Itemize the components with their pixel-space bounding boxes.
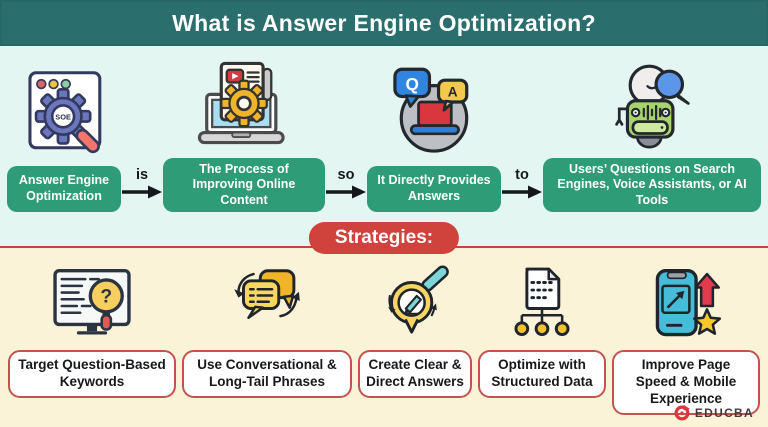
flow-connector-so: so <box>325 58 367 212</box>
flow-step-label: It Directly Provides Answers <box>367 166 501 212</box>
flow-step-label: The Process of Improving Online Content <box>163 158 325 212</box>
mobile-speed-icon <box>644 262 728 350</box>
educba-brand: EDUCBA <box>673 404 754 422</box>
svg-text:?: ? <box>100 287 112 308</box>
strategy-label: Optimize with Structured Data <box>478 350 606 398</box>
flow-arrow-icon <box>326 185 366 199</box>
structured-data-icon <box>500 262 584 350</box>
write-answer-magnifier-icon <box>373 262 457 350</box>
connector-word: so <box>337 167 355 183</box>
question-search-screen-icon: ? <box>50 262 134 350</box>
strategy-structured-data: Optimize with Structured Data <box>478 262 606 427</box>
connector-word: is <box>135 167 149 183</box>
strategies-heading: Strategies: <box>308 222 460 254</box>
definition-flow-section: SOE Answer Engine Optimization is <box>0 46 768 246</box>
flow-connector-is: is <box>121 58 163 212</box>
flow-step-label: Answer Engine Optimization <box>7 166 121 212</box>
svg-text:Q: Q <box>405 74 418 94</box>
flow-step-label: Users’ Questions on Search Engines, Voic… <box>543 158 761 212</box>
svg-text:SOE: SOE <box>55 112 71 121</box>
flow-step-answers: Q A It Directly Provides Answers <box>367 58 501 212</box>
educba-logo-icon <box>674 404 690 421</box>
flow-connector-to: to <box>501 58 543 212</box>
conversation-bubbles-icon <box>225 262 309 350</box>
brand-name: EDUCBA <box>694 406 754 420</box>
page-title: What is Answer Engine Optimization? <box>172 9 596 36</box>
strategy-question-keywords: ? Target Question-Based Keywords <box>8 262 176 427</box>
flow-arrow-icon <box>122 185 162 199</box>
seo-browser-icon: SOE <box>16 58 112 166</box>
strategy-clear-answers: Create Clear & Direct Answers <box>358 262 472 427</box>
ai-assistant-robot-icon <box>602 58 702 158</box>
flow-step-process: The Process of Improving Online Content <box>163 58 325 212</box>
strategy-label: Use Conversational & Long-Tail Phrases <box>182 350 352 398</box>
question-answer-laptop-icon: Q A <box>384 58 484 166</box>
section-divider: Strategies: <box>0 222 768 254</box>
strategy-conversational-phrases: Use Conversational & Long-Tail Phrases <box>182 262 352 427</box>
strategy-label: Target Question-Based Keywords <box>8 350 176 398</box>
flow-arrow-icon <box>502 185 542 199</box>
connector-word: to <box>515 167 529 183</box>
strategies-section: ? Target Question-Based Keywords <box>0 248 768 427</box>
flow-step-aeo: SOE Answer Engine Optimization <box>7 58 121 212</box>
strategy-page-speed-mobile: Improve Page Speed & Mobile Experience <box>612 262 760 427</box>
header-banner: What is Answer Engine Optimization? <box>0 0 768 46</box>
flow-step-users-questions: Users’ Questions on Search Engines, Voic… <box>543 58 761 212</box>
strategy-label: Create Clear & Direct Answers <box>358 350 472 398</box>
svg-text:A: A <box>448 85 458 100</box>
strategy-label: Improve Page Speed & Mobile Experience <box>612 350 760 415</box>
laptop-content-icon <box>194 58 294 158</box>
flow-row: SOE Answer Engine Optimization is <box>0 46 768 246</box>
